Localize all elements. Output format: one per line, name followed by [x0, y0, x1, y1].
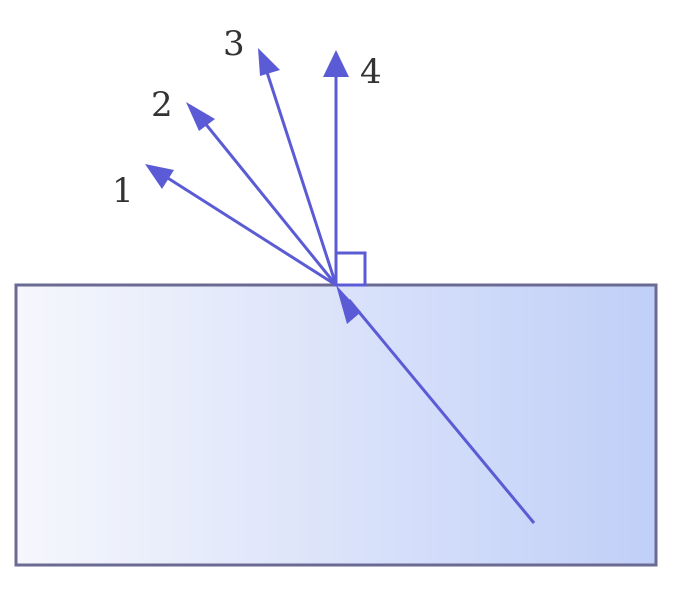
glass-block — [14, 283, 658, 567]
ray-3-arrowhead — [258, 48, 280, 76]
ray-2-arrowhead — [186, 102, 215, 131]
ray-3-label: 3 — [223, 24, 245, 64]
right-angle-marker — [334, 251, 367, 287]
incident-ray-arrowhead — [336, 285, 361, 324]
ray-1-label: 1 — [112, 171, 134, 211]
ray-1-line — [162, 173, 337, 287]
ray-3-line — [263, 65, 338, 286]
ray-4-label: 4 — [360, 52, 382, 92]
ray-2-line — [198, 116, 338, 286]
incident-ray-line — [347, 299, 536, 524]
ray-1-arrowhead — [145, 164, 174, 189]
ray-4-arrowhead — [323, 50, 349, 77]
ray-2-label: 2 — [151, 85, 173, 125]
